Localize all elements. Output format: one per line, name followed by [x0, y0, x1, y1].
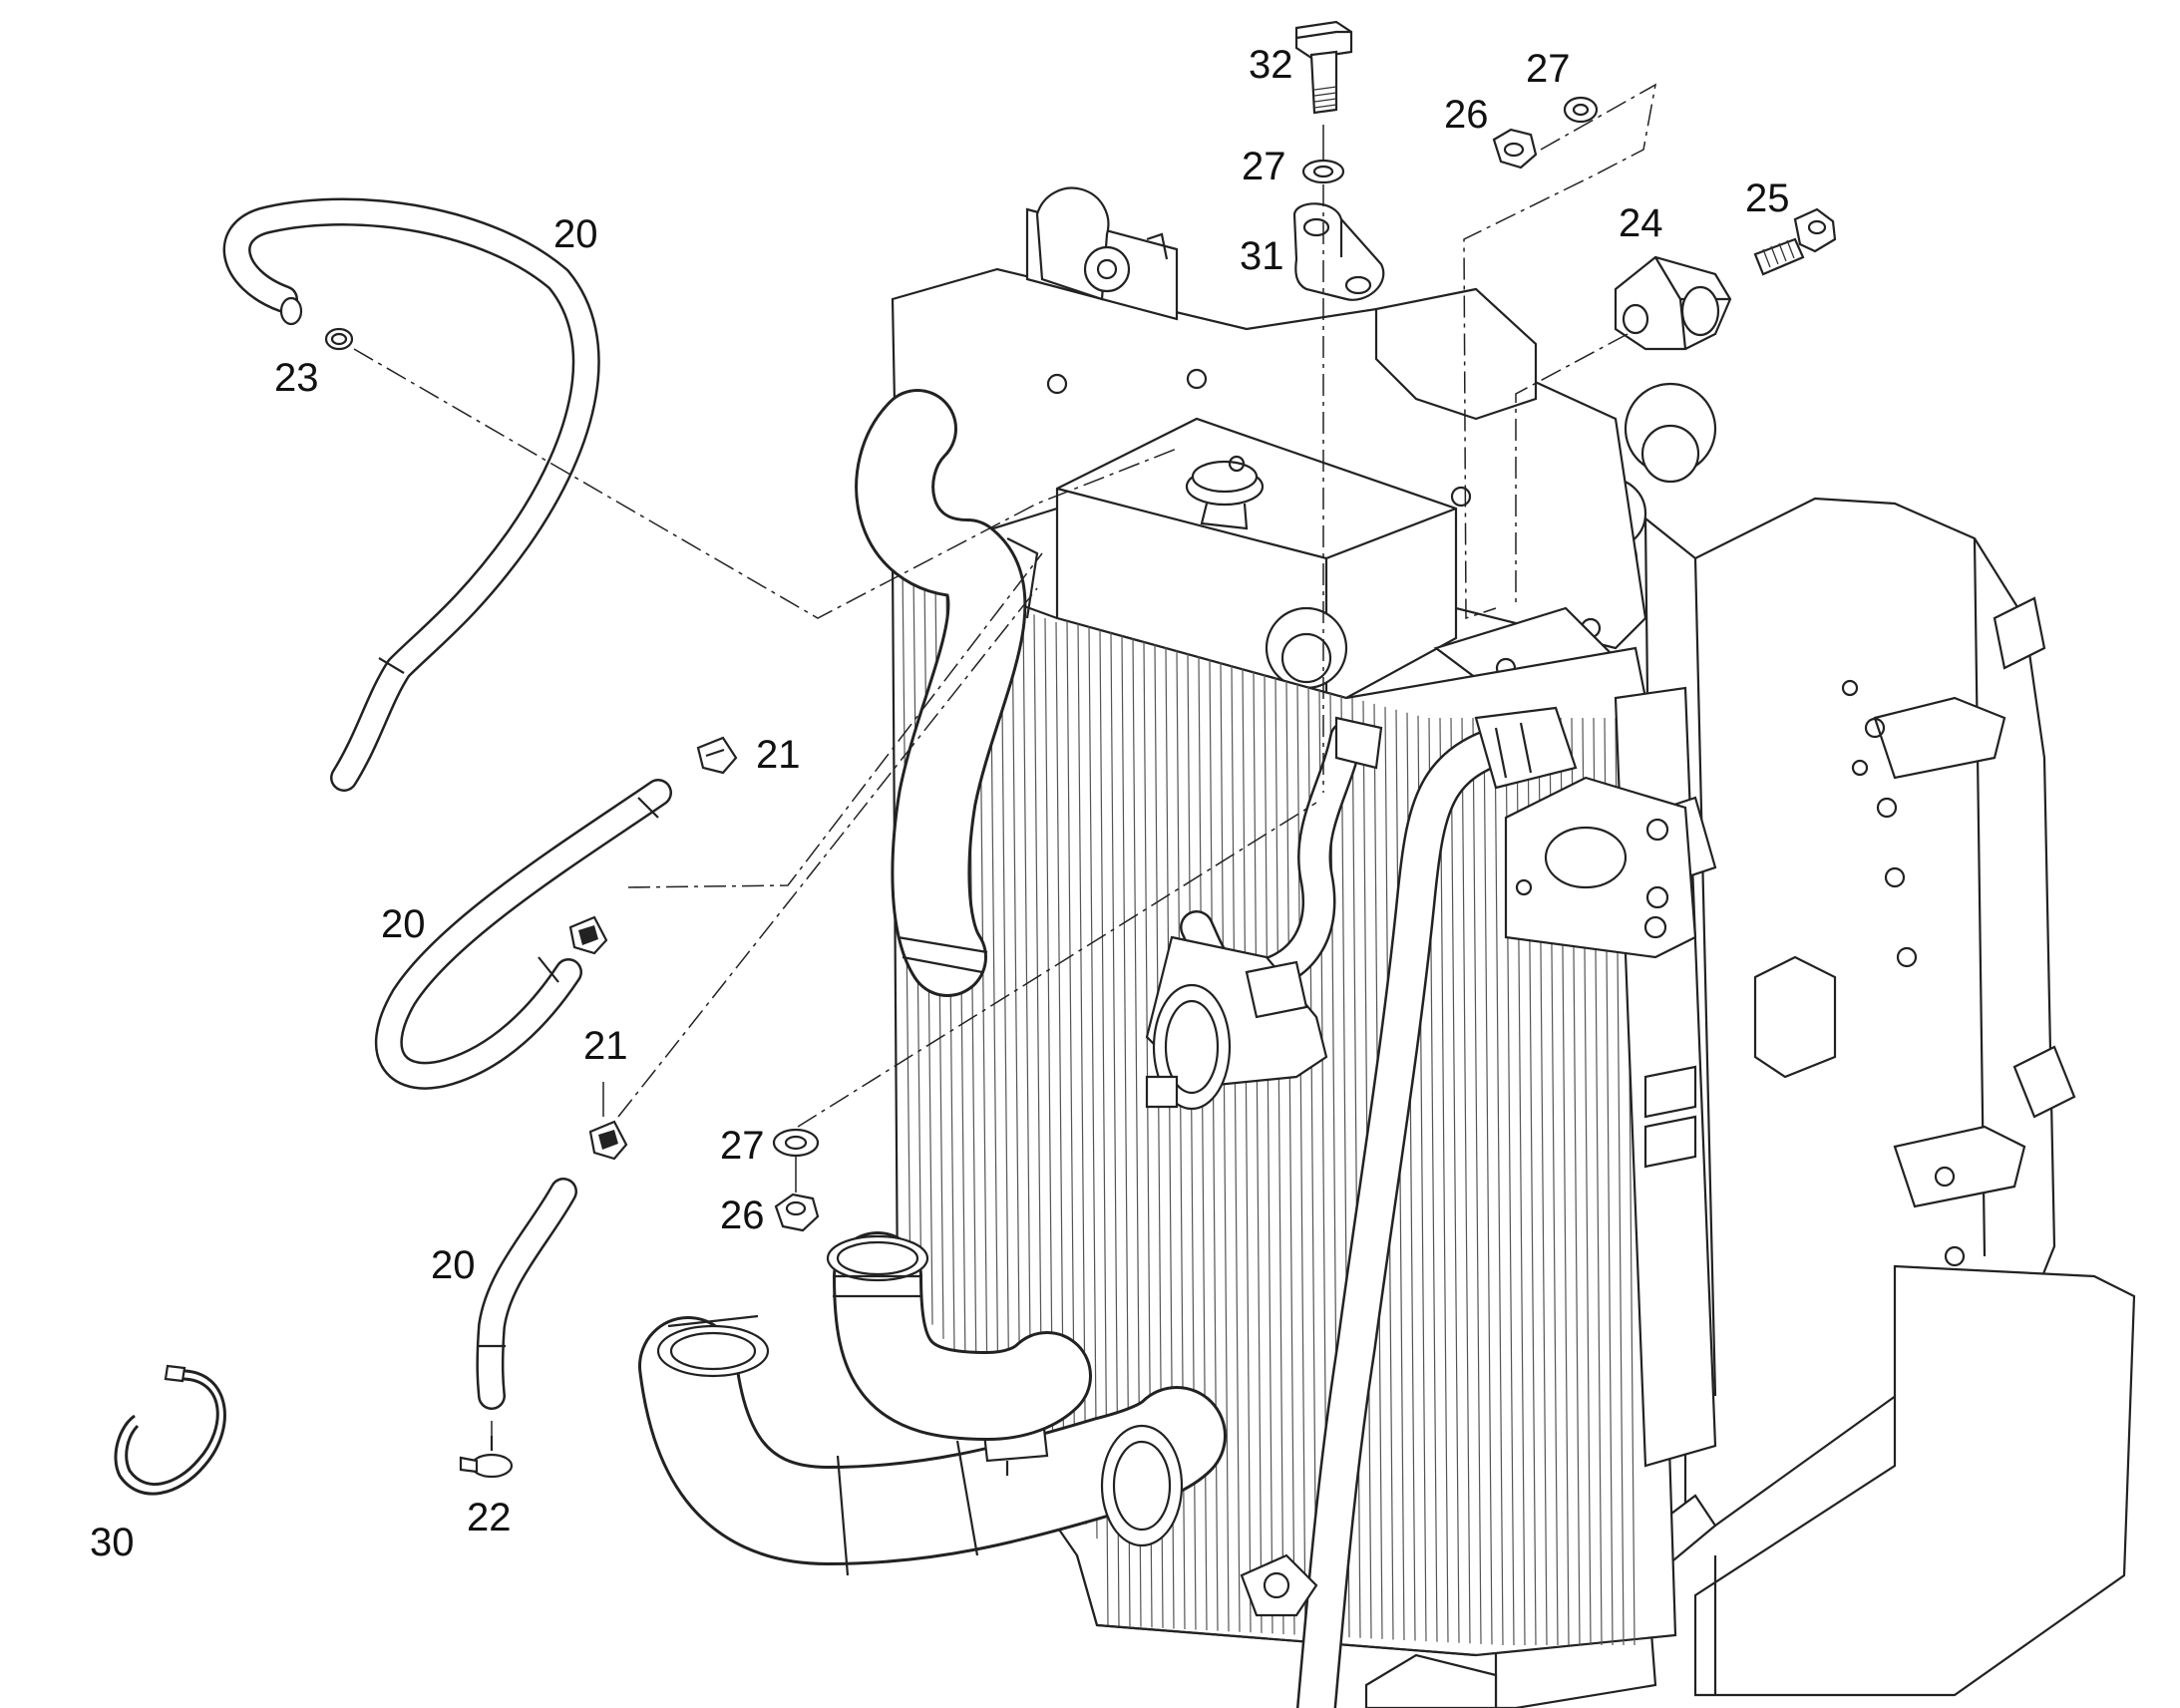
callout-26-nut-lower: 26 — [720, 1194, 765, 1237]
assembly-lines — [353, 83, 1657, 1451]
hose-clamp-part-21-middle — [568, 915, 608, 955]
bolt-part-25 — [1753, 207, 1837, 276]
callout-31-bracket: 31 — [1240, 234, 1284, 278]
washer-part-27-right — [1563, 96, 1599, 124]
bracket-part-31 — [1292, 202, 1385, 301]
callout-27-washer-right: 27 — [1526, 47, 1571, 91]
hose-part-20-short — [476, 1178, 577, 1410]
callout-27-washer-lower: 27 — [720, 1124, 765, 1168]
rubber-mount-part-24 — [1614, 255, 1732, 351]
center-valve-assembly — [1145, 716, 1383, 1111]
hose-clamp-part-22 — [459, 1436, 514, 1479]
hose-clamp-part-21-lower — [588, 1120, 628, 1161]
nut-part-26-lower — [774, 1193, 820, 1232]
radiator-top-frame — [891, 186, 1647, 710]
callout-22-clamp: 22 — [467, 1496, 512, 1539]
long-hose — [1296, 706, 1578, 1708]
callout-labels: 20 23 21 20 21 20 22 30 27 26 32 27 31 2… — [90, 43, 1790, 1564]
callout-26-nut-top: 26 — [1444, 93, 1489, 137]
callout-24-mount: 24 — [1619, 201, 1663, 245]
callout-27-washer-top: 27 — [1242, 145, 1286, 188]
callout-30-band-clamp: 30 — [90, 1521, 135, 1564]
washer-part-27-lower — [772, 1128, 820, 1158]
washer-part-27-top — [1301, 159, 1345, 184]
chassis-frame — [1494, 382, 2136, 1708]
callout-23-clamp: 23 — [274, 356, 319, 400]
callout-20-u-hose: 20 — [381, 902, 426, 946]
lower-right-pipe — [1240, 1553, 1498, 1708]
callout-20-upper-hose: 20 — [553, 212, 598, 256]
callout-32-bolt: 32 — [1249, 43, 1293, 87]
callout-20-short-hose: 20 — [431, 1243, 476, 1287]
hose-clamp-part-21-upper — [696, 736, 738, 775]
hose-part-20-long — [222, 197, 600, 792]
callout-25-bolt: 25 — [1745, 176, 1790, 220]
mounting-plate — [1504, 776, 1697, 959]
hose-clamp-part-23 — [324, 327, 354, 351]
hose-part-20-u — [374, 779, 672, 1090]
elbow-pipe — [826, 1231, 1092, 1441]
nut-part-26-top — [1492, 128, 1538, 170]
band-clamp-part-30 — [114, 1364, 226, 1496]
bolt-part-32 — [1294, 20, 1353, 115]
callout-21-clamp-middle: 21 — [583, 1024, 628, 1068]
callout-21-clamp-upper: 21 — [756, 733, 801, 777]
